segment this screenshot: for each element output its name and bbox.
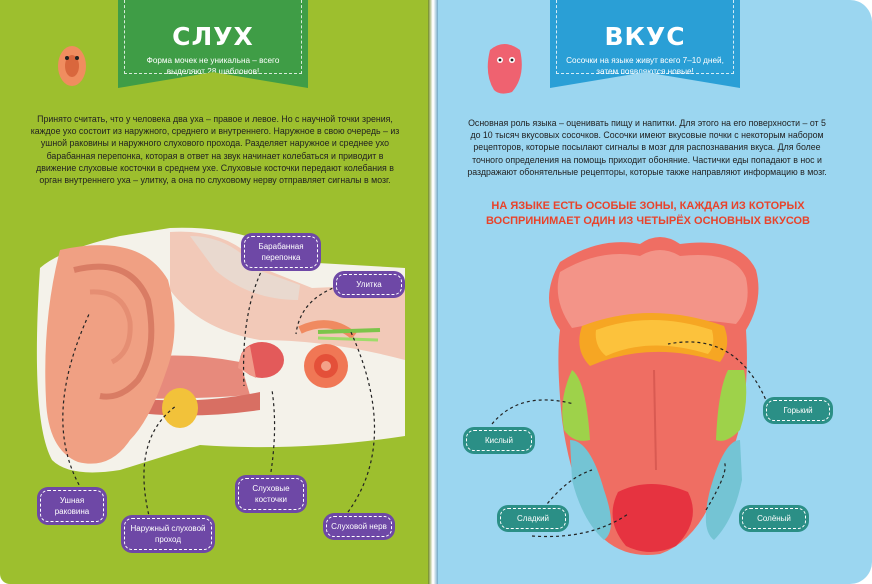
label-cochlea: Улитка bbox=[336, 274, 402, 295]
tongue-mascot bbox=[487, 44, 522, 94]
hearing-title: СЛУХ bbox=[172, 22, 254, 51]
label-nerve: Слуховой нерв bbox=[326, 516, 392, 537]
ear-illustration bbox=[36, 227, 405, 473]
label-bitter: Горький bbox=[766, 400, 830, 421]
taste-paragraph: Основная роль языка – оценивать пищу и н… bbox=[467, 118, 827, 177]
hearing-banner: СЛУХ Форма мочек не уникальна – всего вы… bbox=[118, 0, 308, 88]
label-pinna: Ушная раковина bbox=[40, 490, 104, 522]
label-ear-canal: Наружный слуховой проход bbox=[124, 518, 212, 550]
taste-zones-headline: НА ЯЗЫКЕ ЕСТЬ ОСОБЫЕ ЗОНЫ, КАЖДАЯ ИЗ КОТ… bbox=[485, 200, 811, 227]
hearing-paragraph: Принято считать, что у человека два уха … bbox=[30, 114, 400, 186]
label-eardrum: Барабанная перепонка bbox=[244, 236, 318, 268]
book-spine bbox=[428, 0, 438, 584]
taste-title: ВКУС bbox=[604, 22, 686, 51]
ear-mascot bbox=[58, 46, 86, 86]
tongue-illustration bbox=[549, 237, 759, 555]
label-ossicles: Слуховые косточки bbox=[238, 478, 304, 510]
label-sweet: Сладкий bbox=[500, 508, 566, 529]
label-sour: Кислый bbox=[466, 430, 532, 451]
label-salty: Солёный bbox=[742, 508, 806, 529]
tongue-leader-lines bbox=[491, 341, 771, 538]
